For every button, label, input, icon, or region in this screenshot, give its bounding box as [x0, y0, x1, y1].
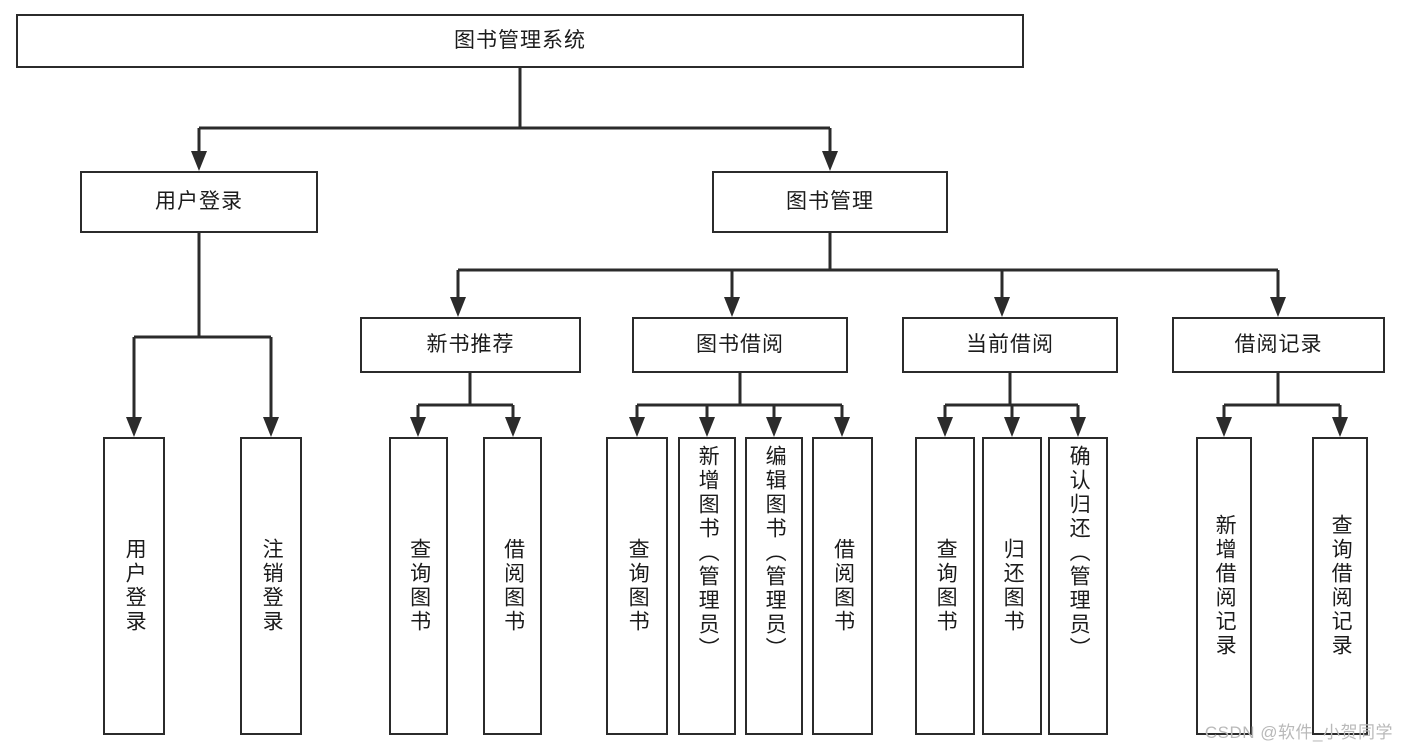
node-leaf-add-borrow-record[interactable]: 新增借阅记录 — [1196, 437, 1252, 735]
node-leaf-confirm-return[interactable]: 确认归还（管理员） — [1048, 437, 1108, 735]
arrow-head-bookborrow-to-leaves-0 — [629, 417, 645, 437]
arrow-head-currentborrow-to-leaves-0 — [937, 417, 953, 437]
node-leaf-query-borrow-record[interactable]: 查询借阅记录 — [1312, 437, 1368, 735]
node-leaf-query-book-borrow[interactable]: 查询图书 — [606, 437, 668, 735]
arrow-head-bookborrow-to-leaves-1 — [699, 417, 715, 437]
arrow-head-newbook-to-leaves-1 — [505, 417, 521, 437]
node-leaf-borrow-book-rec[interactable]: 借阅图书 — [483, 437, 542, 735]
arrow-head-bookmgmt-to-level3-1 — [724, 297, 740, 317]
node-book-management[interactable]: 图书管理 — [712, 171, 948, 233]
node-label-leaf-add-borrow-record: 新增借阅记录 — [1213, 514, 1237, 658]
arrow-head-userlogin-to-leaves-0 — [126, 417, 142, 437]
node-label-leaf-add-book-admin: 新增图书（管理员） — [696, 445, 720, 661]
arrow-head-root-to-level2-1 — [822, 151, 838, 171]
node-leaf-edit-book-admin[interactable]: 编辑图书（管理员） — [745, 437, 803, 735]
arrow-head-bookborrow-to-leaves-3 — [834, 417, 850, 437]
node-label-leaf-query-book-rec: 查询图书 — [407, 538, 431, 634]
node-leaf-borrow-book[interactable]: 借阅图书 — [812, 437, 873, 735]
node-leaf-query-book-cur[interactable]: 查询图书 — [915, 437, 975, 735]
node-leaf-query-book-rec[interactable]: 查询图书 — [389, 437, 448, 735]
arrow-head-newbook-to-leaves-0 — [410, 417, 426, 437]
node-label-book-borrow: 图书借阅 — [696, 333, 784, 357]
arrow-head-userlogin-to-leaves-1 — [263, 417, 279, 437]
node-label-leaf-borrow-book-rec: 借阅图书 — [501, 538, 525, 634]
node-label-leaf-query-book-borrow: 查询图书 — [626, 538, 650, 634]
node-label-leaf-return-book: 归还图书 — [1001, 538, 1025, 634]
node-label-leaf-confirm-return: 确认归还（管理员） — [1067, 445, 1091, 661]
node-label-user-login: 用户登录 — [155, 190, 243, 214]
node-label-leaf-edit-book-admin: 编辑图书（管理员） — [763, 445, 787, 661]
node-new-book-recommend[interactable]: 新书推荐 — [360, 317, 581, 373]
node-label-leaf-user-logout: 注销登录 — [260, 538, 284, 634]
node-book-borrow[interactable]: 图书借阅 — [632, 317, 848, 373]
node-label-leaf-borrow-book: 借阅图书 — [831, 538, 855, 634]
node-root[interactable]: 图书管理系统 — [16, 14, 1024, 68]
node-label-current-borrow: 当前借阅 — [966, 333, 1054, 357]
node-borrow-record[interactable]: 借阅记录 — [1172, 317, 1385, 373]
arrow-head-bookmgmt-to-level3-0 — [450, 297, 466, 317]
arrow-head-bookmgmt-to-level3-2 — [994, 297, 1010, 317]
node-leaf-user-logout[interactable]: 注销登录 — [240, 437, 302, 735]
node-leaf-return-book[interactable]: 归还图书 — [982, 437, 1042, 735]
node-label-root: 图书管理系统 — [454, 29, 586, 53]
node-label-leaf-query-borrow-record: 查询借阅记录 — [1329, 514, 1353, 658]
node-leaf-add-book-admin[interactable]: 新增图书（管理员） — [678, 437, 736, 735]
arrow-head-bookmgmt-to-level3-3 — [1270, 297, 1286, 317]
node-label-book-management: 图书管理 — [786, 190, 874, 214]
node-label-borrow-record: 借阅记录 — [1234, 333, 1323, 357]
node-label-leaf-user-login: 用户登录 — [123, 538, 147, 634]
arrow-head-bookborrow-to-leaves-2 — [766, 417, 782, 437]
node-label-leaf-query-book-cur: 查询图书 — [934, 538, 958, 634]
arrow-head-borrowrecord-to-leaves-0 — [1216, 417, 1232, 437]
node-user-login[interactable]: 用户登录 — [80, 171, 318, 233]
arrow-head-root-to-level2-0 — [191, 151, 207, 171]
node-leaf-user-login[interactable]: 用户登录 — [103, 437, 165, 735]
arrow-head-currentborrow-to-leaves-1 — [1004, 417, 1020, 437]
arrow-head-borrowrecord-to-leaves-1 — [1332, 417, 1348, 437]
node-label-new-book-recommend: 新书推荐 — [426, 333, 515, 357]
arrow-head-currentborrow-to-leaves-2 — [1070, 417, 1086, 437]
watermark-label: CSDN @软件_小贺同学 — [1204, 723, 1393, 742]
node-current-borrow[interactable]: 当前借阅 — [902, 317, 1118, 373]
